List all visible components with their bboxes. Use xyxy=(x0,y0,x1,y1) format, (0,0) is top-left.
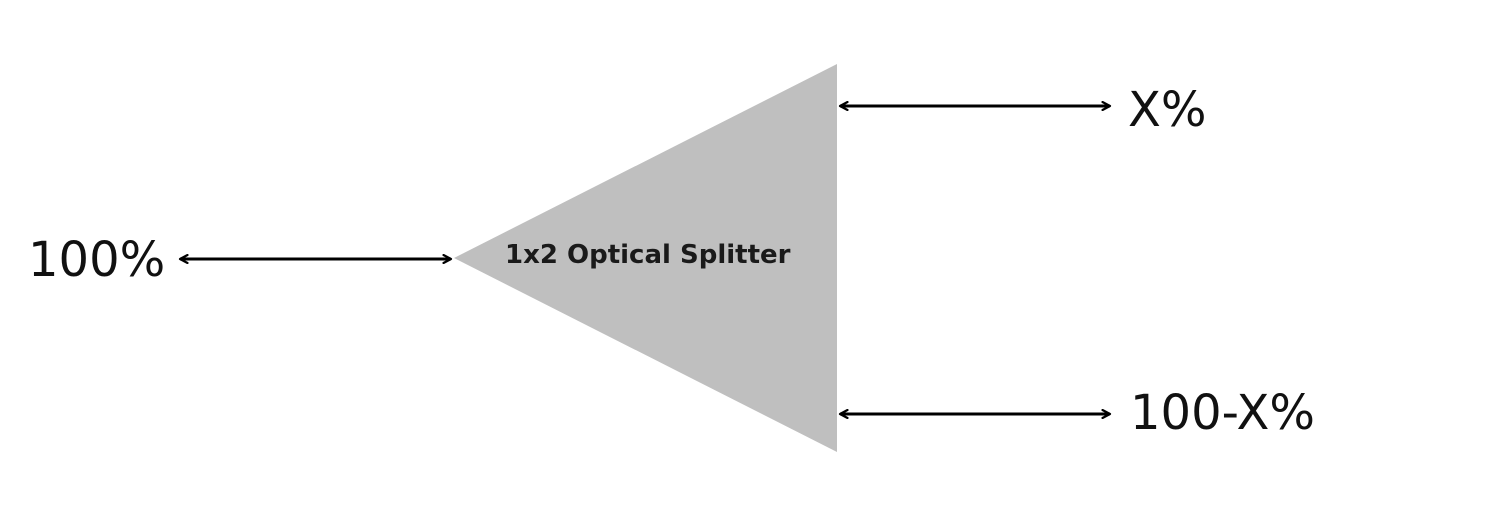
bottom-output-power-label: 100-X% xyxy=(1130,385,1316,441)
splitter-label: 1x2 Optical Splitter xyxy=(505,240,791,270)
input-power-label: 100% xyxy=(28,232,166,288)
top-output-power-label: X% xyxy=(1128,82,1207,138)
splitter-triangle xyxy=(454,64,837,452)
